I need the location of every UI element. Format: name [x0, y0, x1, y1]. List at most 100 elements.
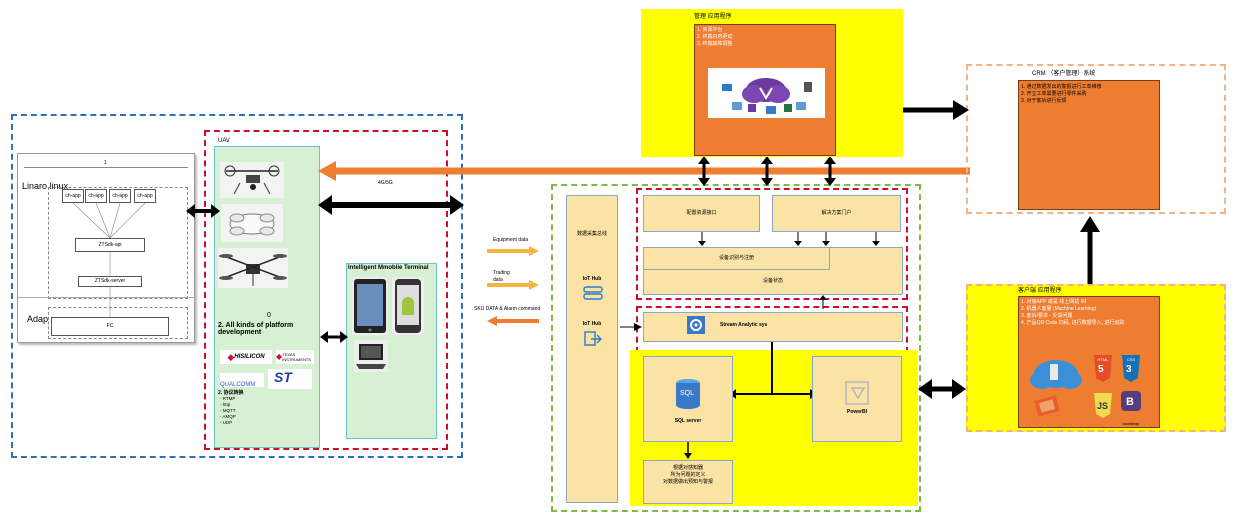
android-phone-icon: [395, 279, 421, 333]
uav-title: UAV: [218, 138, 230, 144]
agri-drone-icon: [219, 254, 287, 286]
solution-portal-box: 解决方案门户: [772, 195, 901, 232]
client-item: 1. 对接APP 或是 线上网站 IM: [1021, 299, 1087, 305]
mgmt-link-arrows: [698, 156, 836, 186]
ch-app-3: ch-app: [109, 189, 131, 203]
laptop-icon: [356, 344, 386, 369]
sensor-rule-text: 根据对感知器 所为问题的定义 对数据做出预知与警报: [662, 465, 713, 485]
powerbi-label: PowerBI: [846, 409, 867, 415]
client-app-title: 客户端 应用程序: [1018, 288, 1062, 294]
crm-item: 1. 通过数据发出的警报进行工单维修: [1021, 84, 1102, 90]
protocol-list: - RTMP - http - MQTT - AMQP - UDP: [220, 396, 236, 426]
bootstrap-label: bootstrap: [1122, 421, 1140, 426]
linaro-label: Linaro linux: [22, 181, 69, 191]
iot-hub-icon-2: [584, 331, 602, 346]
drone-image-3: [218, 248, 288, 288]
svg-text:JS: JS: [1097, 401, 1108, 411]
protocol-item: - http: [220, 402, 231, 407]
orange-feedback-arrow: [318, 161, 970, 181]
client-item: 4. 产品QR Code 扫码, 进行数据导入, 进行追踪: [1021, 320, 1125, 326]
client-app-items: 1. 对接APP 或是 线上网站 IM 2. 机器人客服 (Machine Le…: [1021, 299, 1124, 327]
sql-server-label: SQL server: [674, 418, 702, 424]
stack-top-line: [24, 167, 188, 168]
adap-divider: [18, 297, 196, 298]
svg-text:5: 5: [1098, 364, 1104, 375]
sql-to-sensor-arrow: [684, 442, 692, 459]
config-frame: [636, 188, 908, 300]
fc-box: FC: [51, 317, 169, 336]
drone-image-2: [221, 204, 283, 242]
svg-text:SQL: SQL: [680, 390, 694, 397]
ti-logo: ◆TEXAS INSTRUMENTS: [276, 350, 314, 364]
cloud-devices-icon: [722, 78, 812, 114]
client-to-crm-arrow: [1080, 216, 1100, 284]
stack-top-label: 1: [104, 160, 107, 166]
data-bus-panel: [566, 195, 618, 503]
arrow-uav-terminal: [320, 331, 348, 343]
stream-branch-lines: [730, 342, 818, 399]
drone-icon: [224, 165, 280, 195]
trading-data-label: Trading data: [493, 270, 510, 283]
firmware-stack-panel: 1 Linaro linux ch-app ch-app ch-app ch-a…: [17, 153, 196, 343]
iot-hub-label-1: IoT Hub: [582, 276, 602, 282]
html-label: HTML: [1097, 357, 1109, 362]
stream-analytics-box: [643, 312, 903, 342]
sku-alarm-arrow: [487, 316, 539, 326]
stream-analytics-icon: [687, 316, 705, 334]
ch-app-2: ch-app: [85, 189, 107, 203]
bootstrap-icon: B: [1120, 390, 1142, 420]
config-interface-box: 配置资源接口: [643, 195, 760, 232]
arrow-stack-uav: [186, 204, 220, 218]
mgmt-item: 1. 资源平台: [697, 27, 723, 33]
network-label: 4G/5G: [378, 180, 393, 186]
platform-client-arrow: [918, 379, 966, 399]
powerbi-box: [812, 356, 902, 442]
sensor-rule-box: [643, 460, 733, 504]
drone-image-1: [220, 162, 284, 198]
data-bus-title: 数据采集总线: [576, 231, 607, 237]
device-recognition-box: 设备识别与注册: [643, 247, 830, 270]
protocol-item: - MQTT: [220, 408, 236, 413]
cloud-mobile-icon: [1030, 360, 1082, 417]
svg-text:3: 3: [1126, 364, 1132, 375]
svg-text:B: B: [1126, 396, 1134, 408]
stream-analytics-label: Stream Analytic sys: [720, 322, 768, 328]
folding-drone-icon: [229, 213, 275, 236]
sql-server-icon: SQL: [676, 379, 700, 409]
ztsdk-server-box: ZTSdk-server: [78, 276, 142, 287]
st-logo: ST: [268, 369, 312, 389]
client-item: 2. 机器人客服 (Machine Learning): [1021, 306, 1097, 312]
arrow-4g5g-link: [318, 195, 464, 215]
css3-icon: 3: [1120, 354, 1142, 384]
device-system-frame: [11, 114, 463, 458]
powerbi-icon: [845, 381, 869, 405]
mgmt-app-title: 管理 应用程序: [694, 14, 732, 20]
protocol-item: - AMQP: [220, 414, 236, 419]
crm-items: 1. 通过数据发出的警报进行工单维修 2. 开立工单需要进行零件采购 3. 对于…: [1021, 84, 1102, 105]
protocol-item: - RTMP: [220, 396, 236, 401]
ztsdk-api-box: ZTSdk-api: [75, 238, 145, 252]
protocol-title: 2. 协议转换: [218, 390, 244, 396]
crm-item: 2. 开立工单需要进行零件采购: [1021, 91, 1087, 97]
mobile-terminal-title: Intelligent Mmoblie Terminal: [348, 265, 429, 271]
cloud-platform-frame: [551, 184, 921, 512]
crm-frame: [966, 64, 1226, 214]
tablet-icon: [354, 279, 386, 333]
tablet-image: [352, 277, 388, 335]
config-down-arrows: [698, 232, 880, 246]
crm-item: 3. 对于客诉进行反馈: [1021, 98, 1067, 104]
laptop-image: [354, 340, 388, 372]
equipment-data-label: Equipment data: [493, 237, 529, 243]
mgmt-item: 2. 终端内容更动: [697, 34, 733, 40]
iot-hub-label-2: IoT Hub: [582, 321, 602, 327]
linaro-box: [48, 187, 188, 299]
protocol-item: - UDP: [220, 420, 233, 425]
css-label: CSS: [1126, 357, 1136, 362]
ch-app-1: ch-app: [62, 189, 84, 203]
ch-app-4: ch-app: [134, 189, 156, 203]
app-connector-lines: [72, 202, 146, 317]
uav-zero: 0: [267, 312, 271, 319]
crm-title: CRM （客户管理）系统: [1032, 71, 1096, 77]
qualcomm-logo: QUALCOMM: [220, 373, 264, 388]
html5-icon: 5: [1092, 354, 1114, 384]
